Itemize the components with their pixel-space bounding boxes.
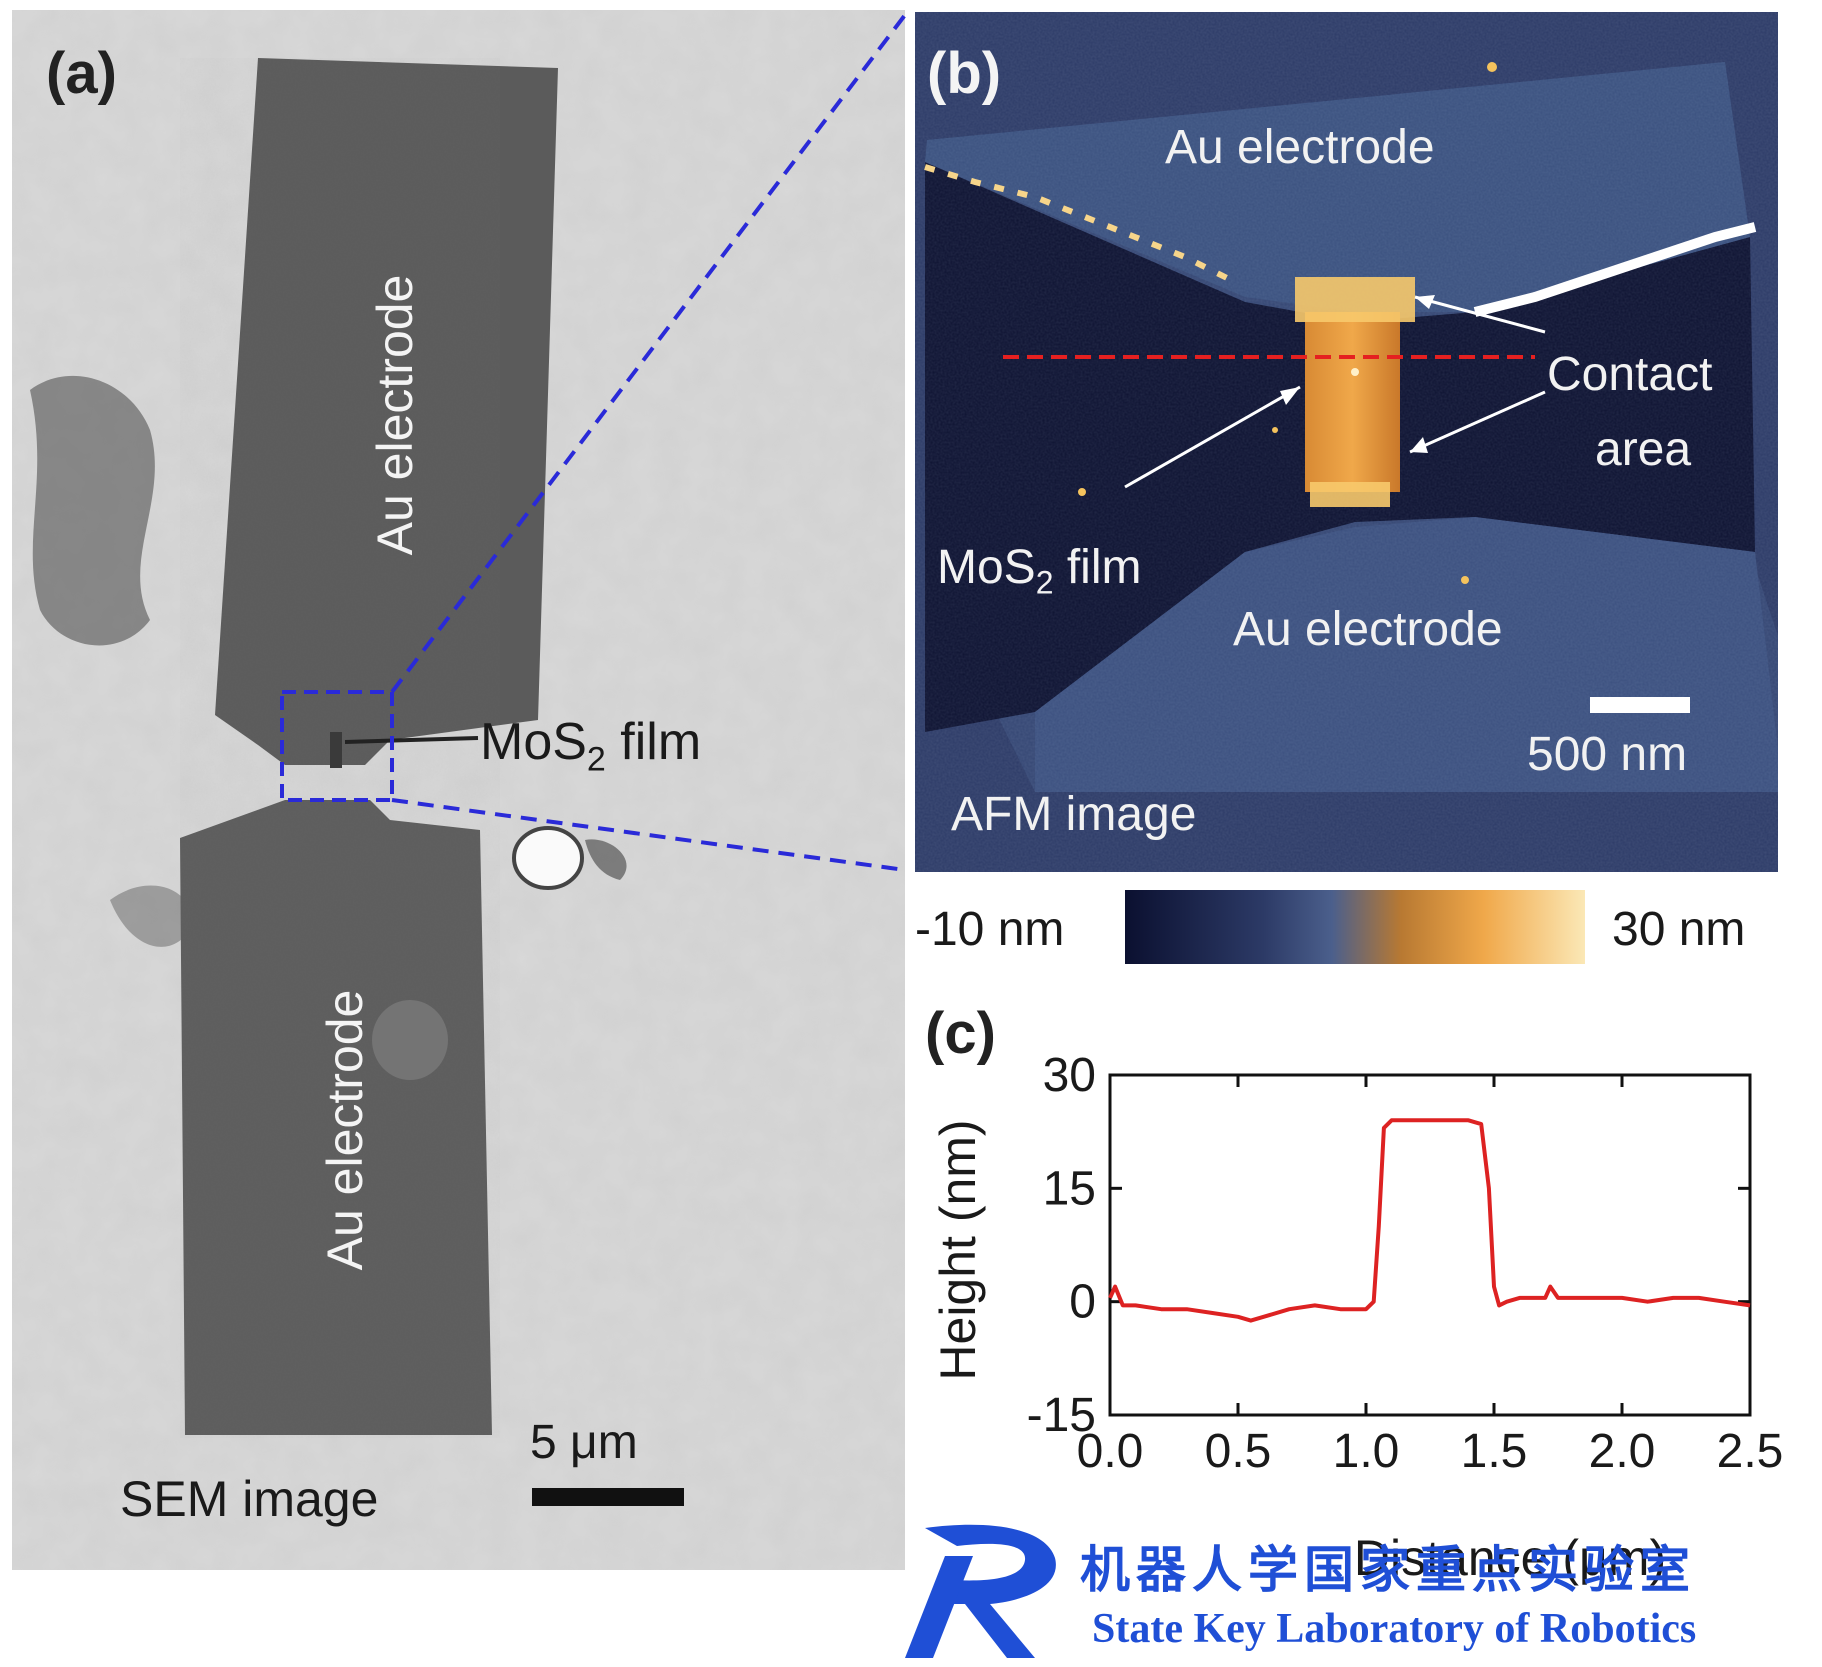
- afm-image: [915, 12, 1778, 872]
- x-tick-label: 0.0: [1077, 1425, 1144, 1478]
- colorbar-max-label: 30 nm: [1612, 903, 1746, 956]
- sem-film-pointer: [344, 736, 479, 744]
- afm-contact-label-2: area: [1595, 423, 1692, 476]
- afm-film-label-sub: 2: [1035, 564, 1054, 601]
- afm-film: [1305, 312, 1400, 492]
- x-tick-label: 2.0: [1589, 1425, 1656, 1478]
- sem-image: [12, 10, 905, 1570]
- panel-a-label: (a): [46, 41, 117, 106]
- x-tick-label: 0.5: [1205, 1425, 1272, 1478]
- afm-caption: AFM image: [951, 788, 1197, 841]
- afm-electrode-bottom-label: Au electrode: [1233, 603, 1503, 656]
- afm-panel: (b) Au electrode Au electrode Contact ar…: [915, 12, 1778, 872]
- colorbar: [1125, 890, 1585, 964]
- sem-scale-bar-label: 5 μm: [530, 1416, 638, 1469]
- height-profile-line: [1108, 1118, 1751, 1323]
- sem-caption: SEM image: [120, 1471, 379, 1527]
- zoom-box: [280, 690, 394, 802]
- afm-scale-bar-label: 500 nm: [1527, 728, 1688, 781]
- sem-particle: [512, 826, 584, 890]
- panel-c-label: (c): [925, 1001, 996, 1066]
- chart-plot-frame: [1108, 1073, 1752, 1417]
- logo-chinese-text: 机器人学国家重点实验室: [1080, 1540, 1696, 1599]
- afm-contact-label-1: Contact: [1547, 348, 1713, 401]
- chart-y-axis-label: Height (nm): [930, 1119, 986, 1380]
- sem-panel: (a) Au electrode Au electrode MoS2 film …: [12, 10, 905, 1570]
- sem-film-label: MoS2 film: [480, 713, 702, 779]
- robotics-logo-icon: [905, 1524, 1056, 1658]
- y-tick-label: 30: [1043, 1049, 1096, 1102]
- x-tick-label: 1.5: [1461, 1425, 1528, 1478]
- logo-english-text: State Key Laboratory of Robotics: [1092, 1606, 1697, 1652]
- sem-scale-bar: [532, 1488, 684, 1506]
- panel-b-label: (b): [927, 41, 1002, 106]
- sem-film-label-sub: 2: [586, 740, 606, 779]
- chart-x-axis-label: Distance (μm): [1354, 1530, 1666, 1586]
- afm-scale-bar: [1590, 697, 1690, 713]
- y-tick-label: 15: [1043, 1162, 1096, 1215]
- y-tick-label: -15: [1027, 1389, 1096, 1442]
- x-tick-label: 2.5: [1717, 1425, 1784, 1478]
- colorbar-min-label: -10 nm: [915, 903, 1065, 956]
- afm-electrode-top-label: Au electrode: [1165, 121, 1435, 174]
- x-tick-label: 1.0: [1333, 1425, 1400, 1478]
- profile-chart: 0.0 0.5 1.0 1.5 2.0 2.5 30 15 0 -15 Height (nm) D…: [930, 1049, 1784, 1586]
- afm-film-label: MoS2 film: [937, 541, 1142, 601]
- y-tick-label: 0: [1069, 1276, 1096, 1329]
